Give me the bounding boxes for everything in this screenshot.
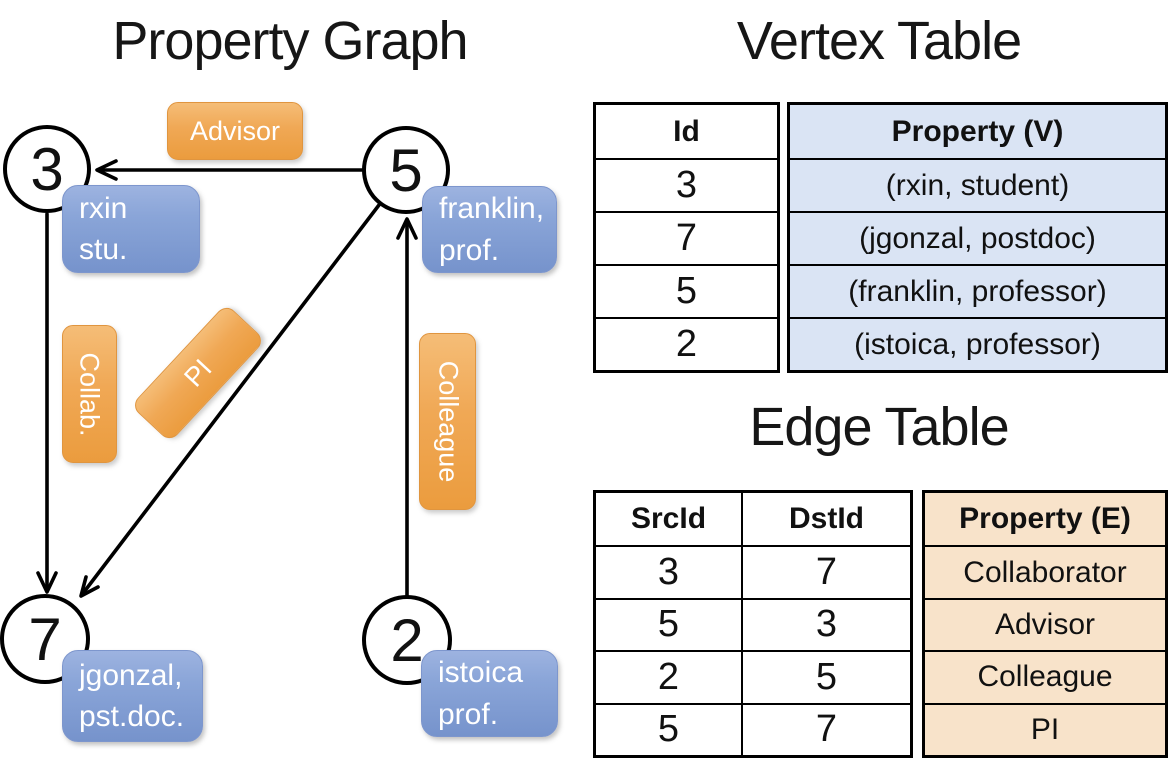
- edge-table-srcid-cell: 5: [596, 597, 741, 650]
- vertex-table-id-cell: 2: [596, 317, 777, 370]
- edge-table-srcid-cell: 3: [596, 545, 741, 597]
- vertex-table-property-column: Property (V) (rxin, student) (jgonzal, p…: [787, 102, 1168, 373]
- vertex-id-label: 7: [28, 605, 62, 673]
- edge-label-collab: Collab.: [62, 325, 117, 463]
- edge-label-text: Collab.: [75, 351, 106, 437]
- property-graph-title: Property Graph: [112, 11, 468, 71]
- property-line: prof.: [438, 697, 499, 731]
- edge-table-dstid-cell: 5: [741, 650, 910, 703]
- edge-table-property-cell: PI: [925, 702, 1165, 755]
- vertex-table-title: Vertex Table: [736, 11, 1022, 71]
- node-property-box-jgonzal: jgonzal, pst.doc.: [62, 650, 203, 742]
- edge-table-dstid-cell: 3: [741, 597, 910, 651]
- edge-label-text: Advisor: [189, 115, 281, 146]
- edge-label-advisor: Advisor: [167, 102, 303, 160]
- vertex-table-id-cell: 5: [596, 264, 777, 317]
- vertex-table-property-cell: (franklin, professor): [790, 264, 1165, 317]
- vertex-table-id-column: Id 3 7 5 2: [593, 102, 780, 373]
- vertex-table-property-cell: (jgonzal, postdoc): [790, 211, 1165, 264]
- edge-table-property-cell: Colleague: [925, 650, 1165, 703]
- edge-label-pi: PI: [130, 303, 266, 443]
- property-line: istoica: [438, 656, 524, 690]
- node-property-box-franklin: franklin, prof.: [422, 186, 557, 273]
- edge-table-dstid-cell: 7: [741, 545, 910, 598]
- property-line: pst.doc.: [79, 700, 185, 733]
- edge-table-dstid-cell: 7: [741, 702, 910, 755]
- edge-table-header-property: Property (E): [925, 493, 1165, 546]
- property-line: jgonzal,: [79, 658, 183, 692]
- edge-table-title: Edge Table: [749, 397, 1009, 457]
- vertex-table-id-cell: 3: [596, 158, 777, 211]
- vertex-id-label: 5: [389, 136, 423, 204]
- property-line: franklin,: [439, 192, 545, 226]
- edge-table-property-column: Property (E) Collaborator Advisor Collea…: [922, 490, 1168, 758]
- vertex-table-property-cell: (rxin, student): [790, 158, 1165, 211]
- edge-table-property-cell: Advisor: [925, 597, 1165, 651]
- edge-table-property-cell: Collaborator: [925, 545, 1165, 598]
- edge-table-id-columns: SrcId DstId 3 7 5 3 2 5 5 7: [593, 490, 913, 758]
- vertex-node-3: 3: [3, 125, 91, 213]
- property-line: rxin: [79, 191, 128, 225]
- property-line: prof.: [439, 233, 500, 267]
- vertex-table-property-cell: (istoica, professor): [790, 317, 1165, 370]
- vertex-table-id-cell: 7: [596, 211, 777, 264]
- edge-label-text: PI: [177, 353, 218, 393]
- vertex-id-label: 3: [30, 135, 64, 203]
- edge-arrow-3-to-7: [36, 212, 58, 594]
- vertex-node-7: 7: [0, 594, 90, 684]
- edge-label-colleague: Colleague: [419, 333, 476, 510]
- node-property-box-rxin: rxin stu.: [62, 185, 200, 273]
- edge-table-header-dstid: DstId: [741, 493, 910, 546]
- property-line: stu.: [79, 233, 128, 266]
- vertex-id-label: 2: [390, 606, 424, 674]
- vertex-table-header-id: Id: [673, 114, 700, 148]
- vertex-table-header-property: Property (V): [790, 105, 1165, 158]
- edge-arrow-5-to-3: [95, 159, 364, 181]
- edge-table-srcid-cell: 5: [596, 702, 741, 755]
- node-property-box-istoica: istoica prof.: [421, 650, 558, 737]
- edge-table-header-srcid: SrcId: [630, 502, 707, 536]
- edge-arrow-2-to-5: [396, 217, 418, 597]
- edge-label-text: Colleague: [433, 360, 463, 483]
- edge-table-srcid-cell: 2: [596, 650, 741, 702]
